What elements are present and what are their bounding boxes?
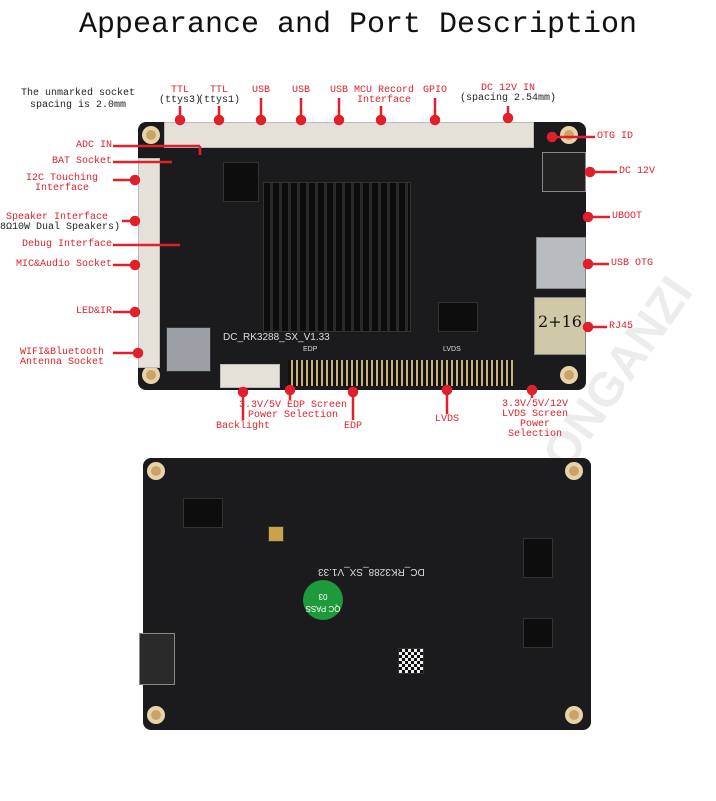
- chip: [223, 162, 259, 202]
- chip: [438, 302, 478, 332]
- label-sub: (spacing 2.54mm): [459, 93, 557, 104]
- label-text: Speaker Interface: [5, 212, 108, 223]
- top-connector-row: [164, 122, 534, 148]
- label-rj45: RJ45: [609, 321, 634, 332]
- mount-hole: [560, 126, 578, 144]
- label-usb-1: USB: [251, 85, 271, 96]
- label-mcu-record: MCU Record Interface: [353, 85, 414, 106]
- page-title: Appearance and Port Description: [78, 8, 638, 42]
- mount-hole: [565, 706, 583, 724]
- dc-jack: [542, 152, 586, 192]
- label-lvds-power: 3.3V/5V/12V LVDS Screen Power Selection: [501, 399, 568, 440]
- lvds-silk: LVDS: [443, 346, 461, 353]
- label-sub: (ttys3): [158, 95, 202, 106]
- gold-pad: [268, 526, 284, 542]
- mount-hole: [142, 366, 160, 384]
- socket-spacing-note: The unmarked socket spacing is 2.0mm: [20, 88, 136, 111]
- chip: [523, 618, 553, 648]
- qr-code: [398, 648, 424, 674]
- label-debug: Debug Interface: [21, 239, 112, 250]
- heatsink: [263, 182, 411, 332]
- chip: [523, 538, 553, 578]
- label-otg-id: OTG ID: [597, 131, 634, 142]
- rj45-port: 2+16: [534, 297, 586, 355]
- label-dc-12v: DC 12V: [619, 166, 656, 177]
- edp-silk: EDP: [303, 346, 318, 353]
- label-sub: (8Ω10W Dual Speakers): [0, 222, 120, 233]
- label-ttl-ttys1: TTL(ttys1): [198, 86, 240, 106]
- label-dc-12v-in: DC 12V IN(spacing 2.54mm): [460, 84, 556, 104]
- mount-hole: [560, 366, 578, 384]
- label-backlight: Backlight: [215, 421, 271, 432]
- board-front: DC_RK3288_SX_V1.33 EDP LVDS 2+16: [138, 122, 586, 390]
- label-gpio: GPIO: [422, 85, 448, 96]
- label-usb-otg: USB OTG: [611, 258, 654, 269]
- board-back: DC_RK3288_SX_V1.33 QC PASS 03: [139, 458, 591, 730]
- label-i2c-touch: I2C Touching Interface: [25, 173, 98, 194]
- label-uboot: UBOOT: [612, 211, 643, 222]
- board-model-label: DC_RK3288_SX_V1.33: [223, 332, 330, 343]
- label-bat-socket: BAT Socket: [51, 156, 112, 167]
- edp-lvds-header: [288, 360, 513, 386]
- label-text: DC 12V IN: [480, 83, 536, 94]
- mount-hole: [147, 462, 165, 480]
- label-usb-2: USB: [291, 85, 311, 96]
- mount-hole: [565, 462, 583, 480]
- label-text: TTL: [209, 85, 229, 96]
- label-edp-power: 3.3V/5V EDP Screen Power Selection: [238, 400, 348, 421]
- label-mic-audio: MIC&Audio Socket: [15, 259, 112, 270]
- label-led-ir: LED&IR: [75, 306, 112, 317]
- label-edp: EDP: [343, 421, 363, 432]
- label-sub: (ttys1): [197, 95, 241, 106]
- label-speaker: Speaker Interface(8Ω10W Dual Speakers): [0, 213, 120, 233]
- rj45-back: [139, 633, 175, 685]
- mount-hole: [142, 126, 160, 144]
- chip: [183, 498, 223, 528]
- label-wifi-bt: WIFI&Bluetooth Antenna Socket: [19, 347, 104, 368]
- label-ttl-ttys3: TTL(ttys3): [159, 86, 201, 106]
- label-text: TTL: [170, 85, 190, 96]
- label-usb-3: USB: [329, 85, 349, 96]
- mount-hole: [147, 706, 165, 724]
- board-model-mirrored: DC_RK3288_SX_V1.33: [318, 566, 425, 577]
- wifi-module: [166, 327, 211, 372]
- backlight-connector: [220, 364, 280, 388]
- label-lvds: LVDS: [434, 414, 460, 425]
- label-adc-in: ADC IN: [75, 140, 112, 151]
- qc-pass-sticker: QC PASS 03: [303, 580, 343, 620]
